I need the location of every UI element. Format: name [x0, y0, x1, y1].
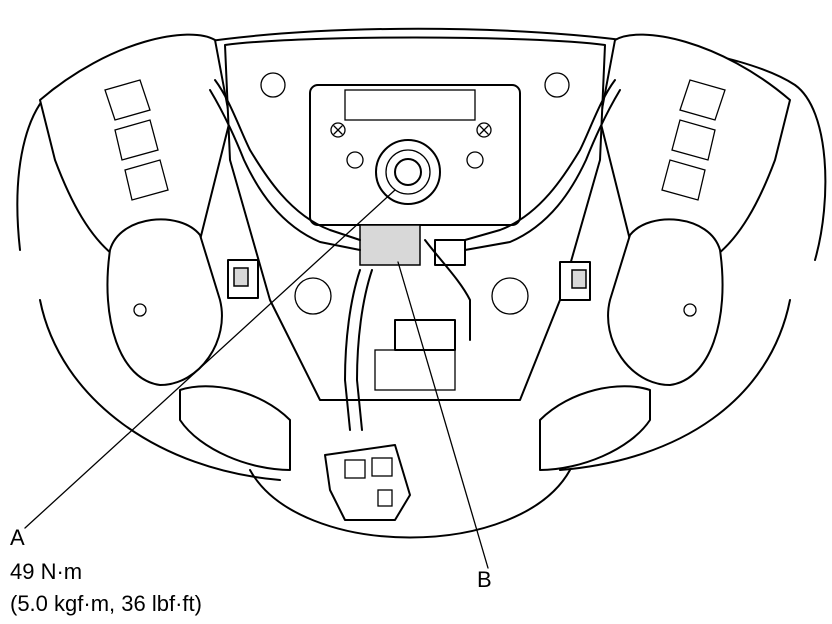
wiring-harness-right	[464, 79, 616, 241]
lower-connector	[394, 319, 456, 351]
left-spoke	[39, 33, 231, 261]
leader-line-a	[24, 189, 396, 529]
callout-a-torque-alt: (5.0 kgf·m, 36 lbf·ft)	[10, 591, 202, 616]
connector-b	[359, 224, 421, 266]
lower-left-cover	[179, 385, 291, 471]
steering-nut-inner	[394, 158, 422, 186]
wiring-harness-left	[214, 79, 361, 241]
leader-line-b	[397, 261, 489, 569]
callout-a-letter: A	[10, 525, 25, 550]
harness-connector	[324, 444, 411, 521]
right-spoke	[599, 33, 791, 261]
callout-b-letter: B	[477, 567, 492, 592]
lower-right-cover	[539, 385, 651, 471]
right-switch-pad	[607, 218, 724, 386]
left-switch-pad	[106, 218, 223, 386]
callout-a-torque: 49 N·m	[10, 559, 83, 584]
